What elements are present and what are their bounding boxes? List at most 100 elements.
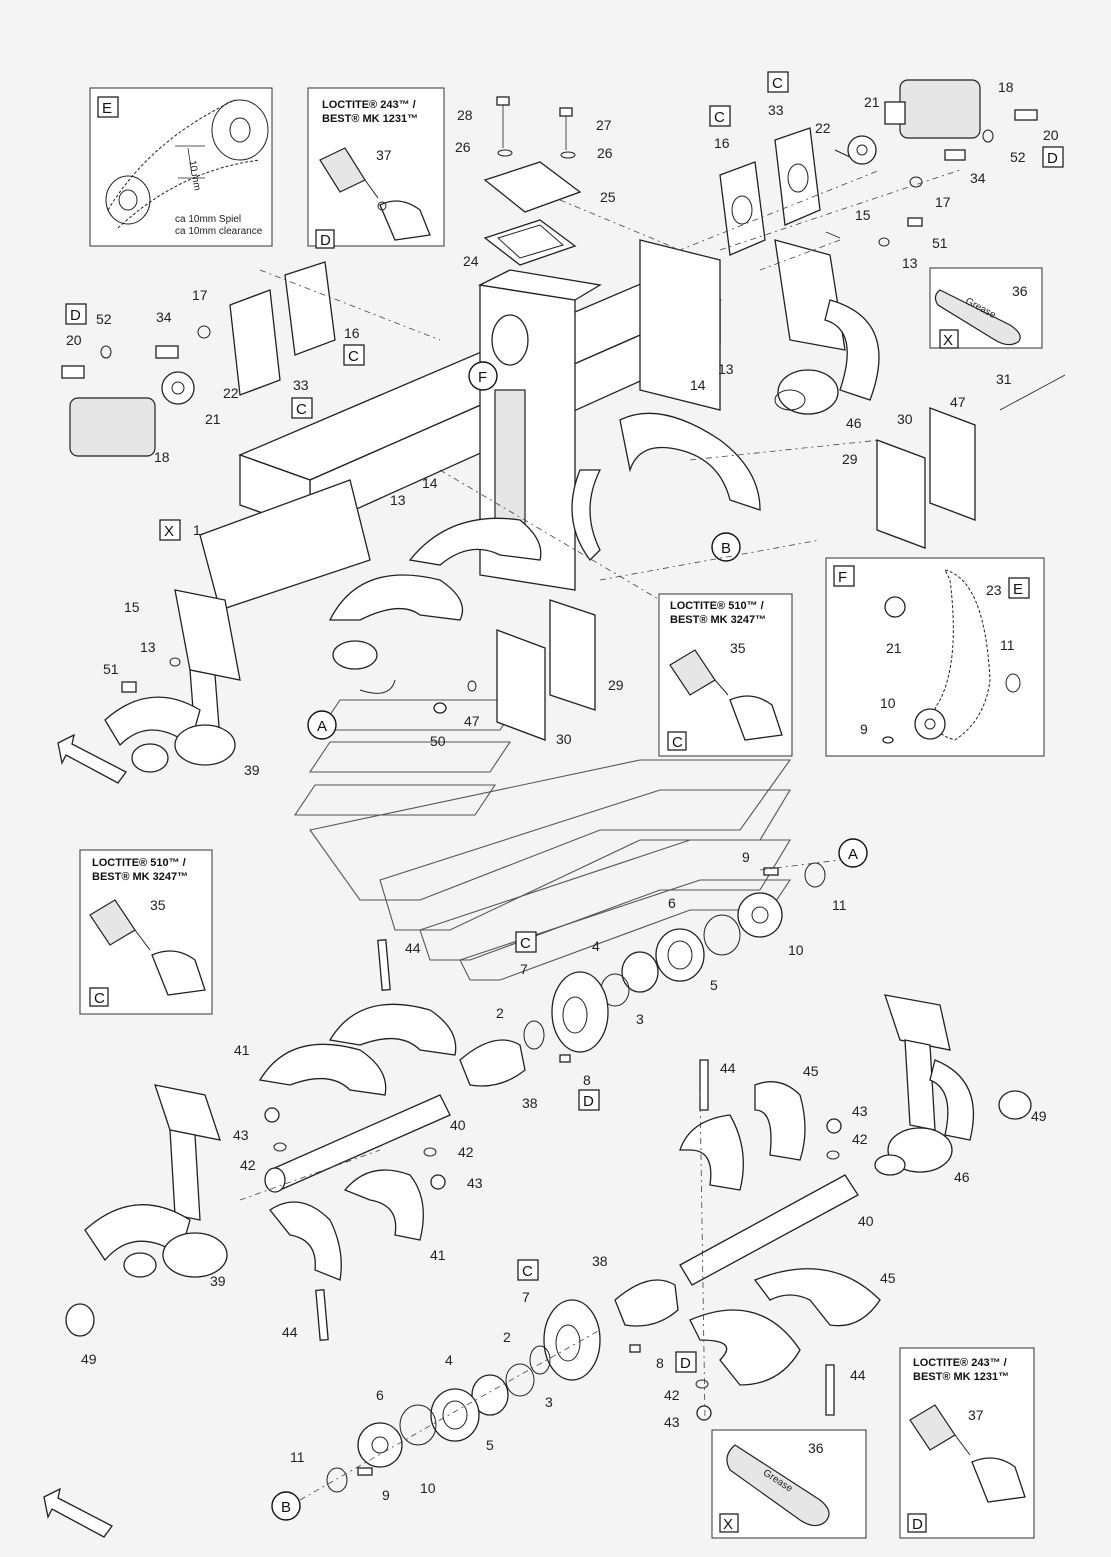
sprocket-large-icon xyxy=(211,99,269,161)
svg-text:42: 42 xyxy=(852,1131,868,1147)
bolt-20 xyxy=(1014,109,1038,121)
bolt-28 xyxy=(496,96,510,106)
svg-text:LOCTITE® 510™ /: LOCTITE® 510™ / xyxy=(670,600,764,612)
svg-text:14: 14 xyxy=(422,475,438,491)
svg-text:LOCTITE® 243™ /: LOCTITE® 243™ / xyxy=(913,1357,1007,1369)
svg-text:10: 10 xyxy=(880,695,896,711)
lower-right-hanger: 46 49 xyxy=(874,994,1047,1185)
seal-plate-30 xyxy=(929,407,976,521)
gasket-29 xyxy=(876,439,926,549)
svg-text:33: 33 xyxy=(768,102,784,118)
svg-text:28: 28 xyxy=(457,107,473,123)
svg-text:C: C xyxy=(772,75,783,92)
svg-text:50: 50 xyxy=(430,733,446,749)
svg-text:13: 13 xyxy=(718,361,734,377)
svg-text:3: 3 xyxy=(636,1011,644,1027)
svg-text:C: C xyxy=(714,109,725,126)
sprocket-10-lower xyxy=(737,892,783,938)
svg-text:52: 52 xyxy=(96,311,112,327)
direction-arrow-bottom xyxy=(43,1487,113,1538)
svg-text:BEST® MK 3247™: BEST® MK 3247™ xyxy=(92,871,188,883)
auger-tube-40 xyxy=(269,1094,451,1191)
gasket-16 xyxy=(719,161,766,256)
hand-icon-4 xyxy=(971,1457,1026,1503)
svg-text:LOCTITE® 510™ /: LOCTITE® 510™ / xyxy=(92,857,186,869)
plate-33 xyxy=(774,127,821,226)
assembly-lines xyxy=(239,169,961,1501)
svg-text:24: 24 xyxy=(463,253,479,269)
plate-25 xyxy=(483,161,582,213)
tag-E-text: E xyxy=(102,100,112,117)
svg-text:30: 30 xyxy=(556,731,572,747)
left-hanger-upper: 15 13 51 39 xyxy=(57,589,260,784)
svg-text:31: 31 xyxy=(996,371,1012,387)
svg-text:X: X xyxy=(723,1516,733,1533)
loctite243-line1: LOCTITE® 243™ / xyxy=(322,99,416,111)
right-hanger xyxy=(774,239,846,351)
svg-text:40: 40 xyxy=(450,1117,466,1133)
svg-text:44: 44 xyxy=(720,1060,736,1076)
svg-text:13: 13 xyxy=(140,639,156,655)
svg-text:40: 40 xyxy=(858,1213,874,1229)
svg-text:34: 34 xyxy=(970,170,986,186)
chain-note-en: ca 10mm clearance xyxy=(175,226,263,237)
svg-text:9: 9 xyxy=(742,849,750,865)
svg-text:15: 15 xyxy=(855,207,871,223)
svg-text:7: 7 xyxy=(522,1289,530,1305)
svg-text:26: 26 xyxy=(597,145,613,161)
inset-loctite-243-bottom: LOCTITE® 243™ / BEST® MK 1231™ 37 D xyxy=(899,1347,1035,1539)
svg-text:49: 49 xyxy=(1031,1108,1047,1124)
svg-text:20: 20 xyxy=(1043,127,1059,143)
svg-text:10: 10 xyxy=(788,942,804,958)
svg-text:14: 14 xyxy=(690,377,706,393)
svg-text:F: F xyxy=(478,369,487,386)
svg-text:X: X xyxy=(943,332,953,349)
lower-exploded-shaft-A: A 11 9 10 6 5 4 3 C 7 2 8 D 38 xyxy=(459,838,868,1111)
svg-text:39: 39 xyxy=(210,1273,226,1289)
chain-note-de: ca 10mm Spiel xyxy=(175,214,241,225)
svg-text:BEST® MK 1231™: BEST® MK 1231™ xyxy=(913,1371,1009,1383)
lower-exploded-shaft-B: 38 C 7 8 D 2 3 4 5 6 10 9 11 B xyxy=(271,1253,697,1521)
auger-tube-40-right xyxy=(679,1174,859,1286)
svg-text:21: 21 xyxy=(886,640,902,656)
svg-text:9: 9 xyxy=(860,721,868,737)
svg-text:5: 5 xyxy=(486,1437,494,1453)
svg-text:A: A xyxy=(848,846,858,863)
lower-right-auger: 44 45 40 43 42 45 44 42 43 xyxy=(664,1059,896,1430)
gasket-29b xyxy=(496,629,546,741)
svg-text:21: 21 xyxy=(864,94,880,110)
svg-text:35: 35 xyxy=(730,640,746,656)
left-hanger xyxy=(174,589,241,681)
inset-loctite-510-right: LOCTITE® 510™ / BEST® MK 3247™ 35 C xyxy=(658,593,793,757)
svg-text:BEST® MK 3247™: BEST® MK 3247™ xyxy=(670,614,766,626)
right-motor-group: C 33 C 16 22 21 18 20 52 D 34 17 15 51 1… xyxy=(709,71,1064,271)
chain-23-icon xyxy=(932,569,991,741)
inset-chain-clearance: E 10 mm ca 10mm Spiel ca 10mm clearance xyxy=(89,87,273,247)
svg-text:43: 43 xyxy=(852,1103,868,1119)
svg-text:29: 29 xyxy=(608,677,624,693)
ref-circle-F xyxy=(468,361,498,391)
svg-text:11: 11 xyxy=(290,1449,305,1465)
svg-text:36: 36 xyxy=(808,1440,824,1456)
svg-text:42: 42 xyxy=(458,1144,474,1160)
svg-text:2: 2 xyxy=(503,1329,511,1345)
tag-D: D xyxy=(320,232,331,249)
seal-plates-center: 29 30 47 50 A xyxy=(307,599,624,749)
svg-text:10: 10 xyxy=(420,1480,436,1496)
svg-text:43: 43 xyxy=(467,1175,483,1191)
svg-text:47: 47 xyxy=(950,394,966,410)
svg-text:18: 18 xyxy=(154,449,170,465)
svg-text:26: 26 xyxy=(455,139,471,155)
svg-text:23: 23 xyxy=(986,582,1002,598)
direction-arrow-top xyxy=(57,733,127,784)
svg-text:49: 49 xyxy=(81,1351,97,1367)
svg-text:17: 17 xyxy=(935,194,951,210)
stub-shaft-38 xyxy=(459,1039,526,1087)
hydraulic-motor-18-left xyxy=(69,397,156,457)
svg-text:51: 51 xyxy=(103,661,119,677)
auger-flight-41 xyxy=(258,1043,387,1096)
svg-text:C: C xyxy=(94,990,105,1007)
hand-icon xyxy=(379,200,431,241)
svg-text:16: 16 xyxy=(714,135,730,151)
